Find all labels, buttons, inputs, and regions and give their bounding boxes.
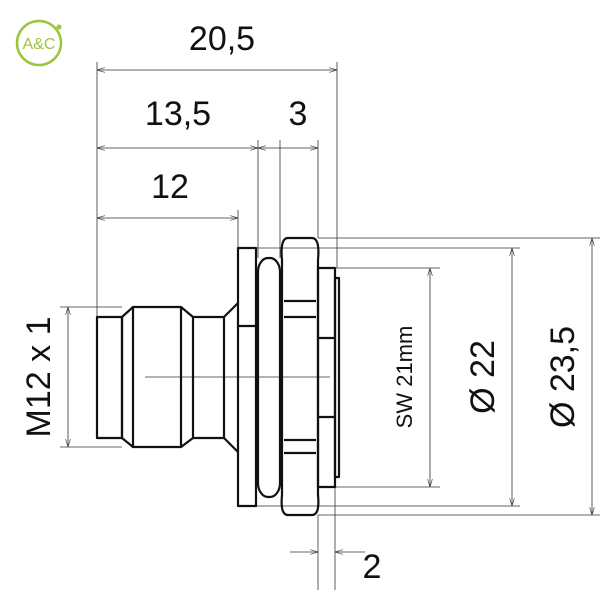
dim-wrench-size: SW 21mm	[392, 326, 417, 429]
dim-body-length: 13,5	[145, 95, 211, 133]
dim-thread-length: 12	[151, 168, 189, 206]
dim-nut-width: 3	[289, 95, 308, 133]
dim-thread: M12 x 1	[20, 317, 58, 438]
dimension-lines	[68, 70, 592, 552]
extension-lines	[60, 62, 600, 590]
logo: A&C	[15, 19, 63, 67]
dim-overall-length: 20,5	[189, 20, 255, 58]
dim-rear-length: 2	[363, 548, 382, 586]
dim-flange-diameter: Ø 23,5	[544, 326, 582, 428]
connector-outline	[95, 236, 341, 517]
dim-nut-diameter: Ø 22	[464, 340, 502, 414]
logo-text: A&C	[23, 36, 56, 53]
